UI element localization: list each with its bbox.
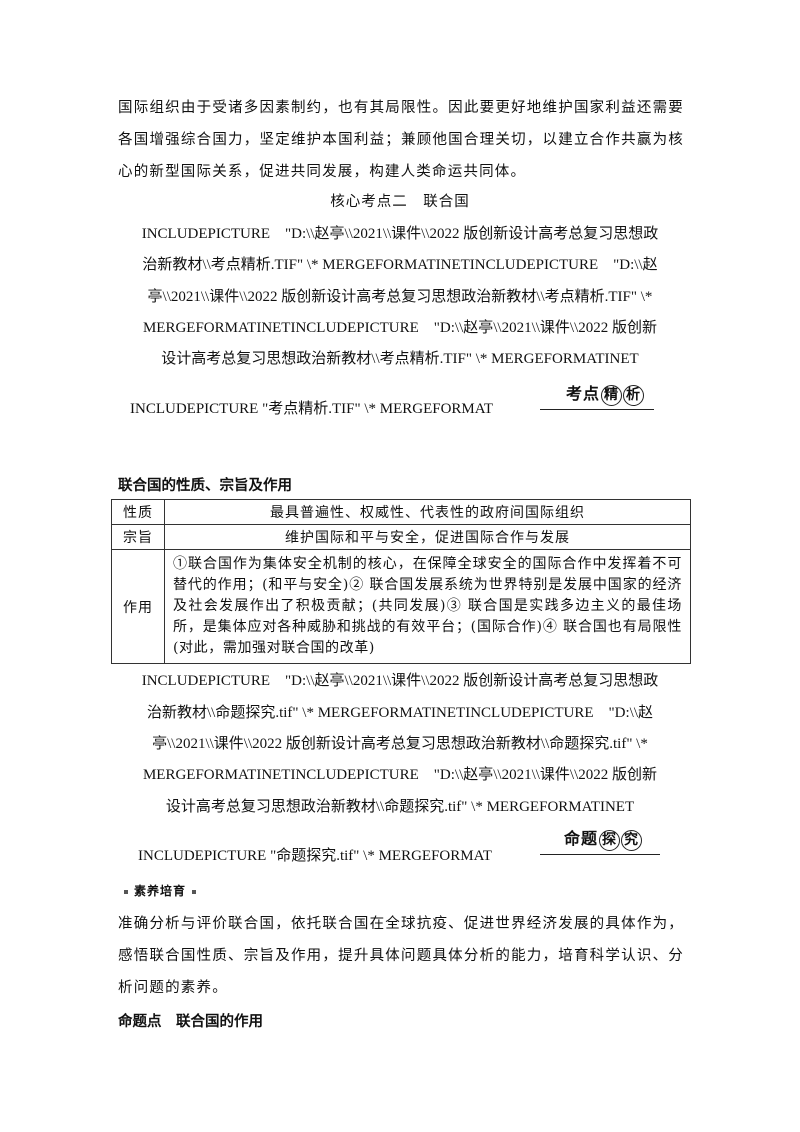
field-code-last-line: INCLUDEPICTURE "命题探究.tif" \* MERGEFORMAT [138, 848, 492, 864]
field-code-line: 治新教材\\考点精析.TIF" \* MERGEFORMATINETINCLUD… [142, 257, 658, 273]
suyang-paragraph: 准确分析与评价联合国，依托联合国在全球抗疫、促进世界经济发展的具体作为，感悟联合… [118, 916, 684, 996]
field-code-line: INCLUDEPICTURE "D:\\赵亭\\2021\\课件\\2022 版… [141, 226, 659, 242]
field-code-line: INCLUDEPICTURE "D:\\赵亭\\2021\\课件\\2022 版… [141, 673, 659, 689]
intro-paragraph: 国际组织由于受诸多因素制约，也有其局限性。因此要更好地维护国家利益还需要各国增强… [118, 100, 684, 180]
field-code-line: 亭\\2021\\课件\\2022 版创新设计高考总复习思想政治新教材\\命题探… [152, 736, 648, 752]
suyang-label-text: 素养培育 [134, 884, 187, 898]
field-code-line: 设计高考总复习思想政治新教材\\命题探究.tif" \* MERGEFORMAT… [165, 799, 635, 815]
table-value-cell: 维护国际和平与安全，促进国际合作与发展 [164, 524, 691, 550]
bullet-square-icon [124, 889, 128, 894]
table-row: 性质 最具普遍性、权威性、代表性的政府间国际组织 [111, 499, 691, 525]
badge-main-text: 命题 [564, 829, 599, 848]
un-info-table: 性质 最具普遍性、权威性、代表性的政府间国际组织 宗旨 维护国际和平与安全，促进… [111, 499, 691, 664]
suyang-label: 素养培育 [118, 882, 202, 899]
badge-circled-char: 精 [601, 385, 623, 406]
badge-main-text: 考点 [566, 384, 601, 403]
field-code-line: 设计高考总复习思想政治新教材\\考点精析.TIF" \* MERGEFORMAT… [161, 351, 639, 367]
bullet-square-icon [192, 889, 197, 894]
badge-circled-char: 析 [623, 385, 645, 406]
field-code-line: MERGEFORMATINETINCLUDEPICTURE "D:\\赵亭\\2… [142, 767, 658, 783]
field-code-line: 亭\\2021\\课件\\2022 版创新设计高考总复习思想政治新教材\\考点精… [147, 289, 653, 305]
field-code-line: MERGEFORMATINETINCLUDEPICTURE "D:\\赵亭\\2… [142, 320, 658, 336]
section-title-core-point: 核心考点二 联合国 [330, 194, 470, 210]
table-row: 作用 ①联合国作为集体安全机制的核心，在保障全球安全的国际合作中发挥着不可替代的… [111, 549, 691, 664]
mingti-tanjiu-badge: 命题探究 [540, 829, 660, 855]
topic-title: 命题点 联合国的作用 [118, 1014, 263, 1030]
field-code-line: 治新教材\\命题探究.tif" \* MERGEFORMATINETINCLUD… [147, 705, 653, 721]
kaodian-jingxi-badge: 考点精析 [540, 384, 654, 410]
table-row: 宗旨 维护国际和平与安全，促进国际合作与发展 [111, 524, 691, 550]
table-key-cell: 作用 [111, 549, 165, 664]
table-key-cell: 宗旨 [111, 524, 165, 550]
table-value-cell: 最具普遍性、权威性、代表性的政府间国际组织 [164, 499, 691, 525]
table-key-cell: 性质 [111, 499, 165, 525]
badge-circled-char: 究 [621, 830, 643, 851]
field-code-last-line: INCLUDEPICTURE "考点精析.TIF" \* MERGEFORMAT [130, 401, 494, 417]
table-title: 联合国的性质、宗旨及作用 [118, 478, 292, 494]
badge-circled-char: 探 [599, 830, 621, 851]
table-value-cell: ①联合国作为集体安全机制的核心，在保障全球安全的国际合作中发挥着不可替代的作用；… [164, 549, 691, 664]
